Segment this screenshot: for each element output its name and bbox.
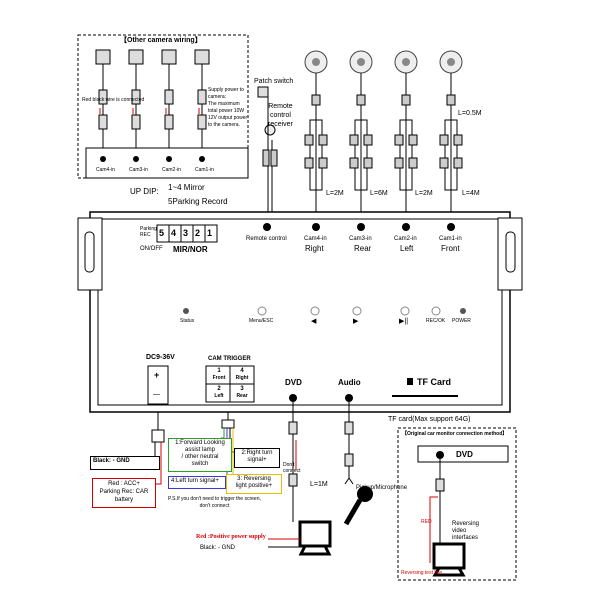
- length-l6: L=6M: [370, 190, 388, 197]
- dip-mirror-note: 1~4 Mirror: [168, 183, 205, 192]
- rec-ok-button[interactable]: REC/OK: [426, 318, 446, 324]
- tf-card-label: TF Card: [417, 377, 452, 387]
- cam3-pos-label: Rear: [354, 244, 372, 253]
- cam1-pos-label: Front: [441, 244, 460, 253]
- audio-port-label: Audio: [338, 378, 361, 387]
- remote-control-port-label: Remote control: [246, 236, 287, 242]
- dc-plus: +: [154, 370, 160, 380]
- cam3-in-label: Cam3-in: [349, 236, 372, 242]
- right-arrow-button[interactable]: ▶: [353, 318, 359, 325]
- dip-parking-note: 5Parking Record: [168, 197, 228, 206]
- patch-switch-label: Patch switch: [254, 78, 294, 85]
- ps-note: P.S.If you don't need to trigger the scr…: [168, 496, 261, 509]
- up-dip-label: UP DIP:: [130, 187, 159, 196]
- microphone-icon: [343, 486, 373, 526]
- length-l4: L=4M: [462, 190, 480, 197]
- length-l2a: L=2M: [326, 190, 344, 197]
- cam-trigger-label: CAM TRIGGER: [208, 356, 251, 362]
- other-port-cam1: Cam1-in: [195, 167, 214, 173]
- length-l2b: L=2M: [415, 190, 433, 197]
- other-port-cam4: Cam4-in: [96, 167, 115, 173]
- on-off-label: ON/OFF: [140, 246, 163, 252]
- play-pause-button[interactable]: ▶||: [399, 318, 409, 325]
- original-method-title: 【Original car monitor connection method】: [402, 431, 508, 437]
- cam1-in-label: Cam1-in: [439, 236, 462, 242]
- black-gnd-label-2: Black: - GND: [200, 545, 236, 551]
- other-port-cam3: Cam3-in: [129, 167, 148, 173]
- status-led-label: Status: [180, 318, 195, 324]
- original-red-label: RED: [421, 519, 432, 525]
- trigger4-note: 4:Left turn signal+: [168, 476, 226, 489]
- dvd-port-label: DVD: [285, 378, 302, 387]
- other-camera-title: 【Other camera wiring】: [120, 37, 202, 44]
- dip-switch-3[interactable]: 3: [183, 228, 189, 238]
- dip-switch-1[interactable]: 1: [207, 228, 213, 238]
- power-led-label: POWER: [452, 318, 471, 324]
- red-positive-label: Red :Positive power supply: [196, 534, 266, 540]
- dip-switch-4[interactable]: 4: [171, 228, 177, 238]
- original-dvd-label: DVD: [456, 450, 473, 459]
- reversing-test-line-label: Reversing test line: [401, 570, 443, 576]
- menu-esc-button[interactable]: Menu/ESC: [249, 318, 274, 324]
- length-l05: L=0.5M: [458, 110, 482, 117]
- cam4-pos-label: Right: [305, 244, 324, 253]
- pickup-label: Pickup/Microphone: [356, 485, 408, 491]
- cam2-pos-label: Left: [400, 244, 414, 253]
- length-l1m: L=1M: [310, 481, 328, 488]
- cam4-in-label: Cam4-in: [304, 236, 327, 242]
- dc-input-label: DC9-36V: [146, 354, 175, 361]
- dc-minus: —: [153, 391, 160, 398]
- dip-switch-2[interactable]: 2: [195, 228, 201, 238]
- black-gnd-box: Black: - GND: [90, 456, 160, 470]
- mir-nor-label: MIR/NOR: [173, 245, 208, 254]
- dip-switch-5[interactable]: 5: [159, 228, 165, 238]
- red-black-note: Red black wire is connected: [82, 97, 145, 103]
- other-port-cam2: Cam2-in: [162, 167, 181, 173]
- cam2-in-label: Cam2-in: [394, 236, 417, 242]
- tf-card-note: TF card(Max support 64G): [388, 416, 471, 423]
- left-arrow-button[interactable]: ◀: [311, 318, 317, 325]
